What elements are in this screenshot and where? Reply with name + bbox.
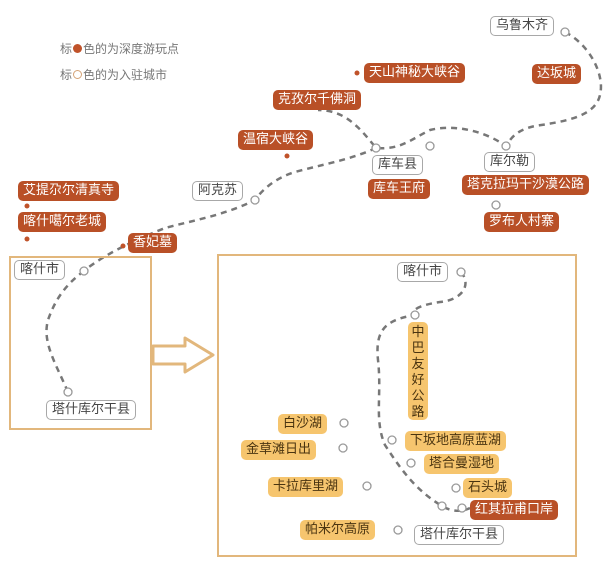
city-marker-kuerle	[501, 141, 511, 151]
inset-spot-label-pamir: 帕米尔高原	[300, 520, 376, 540]
spot-dot-idkah	[24, 203, 30, 209]
inset-marker-stone-city	[451, 483, 461, 493]
inset-marker-jincaotan	[338, 443, 348, 453]
city-marker-akesu	[250, 195, 260, 205]
main-south-route-line	[45, 269, 85, 393]
spot-label-kizil: 克孜尔千佛洞	[273, 90, 362, 110]
inset-marker-tahman	[406, 458, 416, 468]
legend-spot-prefix: 标	[60, 42, 73, 56]
inset-city-label-kashi: 喀什市	[397, 262, 449, 282]
legend-spot: 标色的为深度游玩点	[60, 40, 179, 57]
city-marker-urumqi	[560, 27, 570, 37]
inset-marker-khunjerab	[457, 503, 467, 513]
city-label-kashi: 喀什市	[14, 260, 66, 280]
city-marker-kashi	[79, 266, 89, 276]
city-marker-tashkurgan	[63, 387, 73, 397]
inset-spot-label-stone-city: 石头城	[463, 478, 513, 498]
inset-marker-baisha	[339, 418, 349, 428]
inset-marker-tashkurgan-end	[437, 501, 447, 511]
city-label-kuerle: 库尔勒	[484, 152, 536, 172]
inset-spot-label-xiabandi: 下坂地高原蓝湖	[405, 431, 507, 451]
city-marker-kuche-east	[425, 141, 435, 151]
spot-label-dabancheng: 达坂城	[532, 64, 582, 84]
city-label-tashkurgan: 塔什库尔干县	[46, 400, 137, 420]
inset-spot-label-baisha: 白沙湖	[278, 414, 328, 434]
inset-marker-road-start	[410, 310, 420, 320]
legend-city-ring-icon	[73, 70, 83, 79]
legend-spot-text: 色的为深度游玩点	[83, 42, 180, 56]
spot-dot-xiangfei	[120, 243, 126, 249]
spot-marker-lopnur	[491, 200, 501, 210]
spot-label-idkah: 艾提尕尔清真寺	[18, 181, 120, 201]
inset-marker-xiabandi	[387, 435, 397, 445]
spot-dot-tianshan	[354, 70, 360, 76]
inset-spot-label-karakul: 卡拉库里湖	[268, 477, 344, 497]
city-label-kuche: 库车县	[372, 155, 424, 175]
city-label-urumqi: 乌鲁木齐	[490, 16, 555, 36]
legend-city-text: 色的为入驻城市	[83, 68, 168, 82]
spot-label-lopnur: 罗布人村寨	[484, 212, 560, 232]
inset-road-label-vertical: 中巴友好公路	[408, 322, 428, 420]
city-label-akesu: 阿克苏	[192, 181, 244, 201]
legend-city: 标色的为入驻城市	[60, 66, 167, 83]
inset-marker-karakul	[362, 481, 372, 491]
spot-label-xiangfei: 香妃墓	[128, 233, 178, 253]
spot-label-kuche-palace: 库车王府	[368, 179, 431, 199]
inset-route-line	[376, 271, 471, 512]
city-marker-kuche	[371, 143, 381, 153]
inset-marker-pamir	[393, 525, 403, 535]
inset-spot-label-tahman: 塔合曼湿地	[424, 454, 500, 474]
main-inset-source-frame	[9, 256, 152, 430]
inset-city-label-tashkurgan: 塔什库尔干县	[414, 525, 505, 545]
spot-dot-kashgar	[24, 236, 30, 242]
spot-dot-wensu	[284, 153, 290, 159]
zoom-arrow-icon	[151, 336, 215, 374]
legend-city-prefix: 标	[60, 68, 73, 82]
inset-marker-kashi	[456, 267, 466, 277]
spot-label-taklimakan: 塔克拉玛干沙漠公路	[462, 175, 590, 195]
legend-spot-dot-icon	[73, 44, 83, 53]
spot-label-wensu: 温宿大峡谷	[238, 130, 314, 150]
inset-detail-frame	[217, 254, 577, 557]
inset-spot-label-jincaotan: 金草滩日出	[241, 440, 317, 460]
spot-label-kashgar-oldtown: 喀什噶尔老城	[18, 212, 107, 232]
spot-label-tianshan: 天山神秘大峡谷	[364, 63, 466, 83]
inset-spot-label-khunjerab: 红其拉甫口岸	[470, 500, 559, 520]
